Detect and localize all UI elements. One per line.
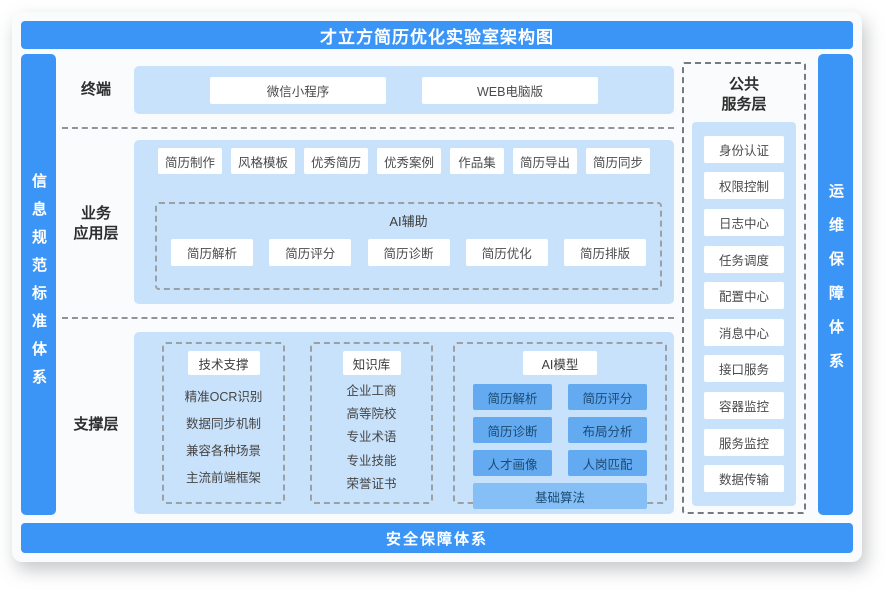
terminal-layer-label: 终端 — [80, 81, 111, 98]
business-layer-label-line2: 应用层 — [73, 225, 119, 243]
ai-assist-row: 简历解析 简历评分 简历诊断 简历优化 简历排版 — [157, 239, 660, 266]
left-system-banner: 信息规范标准体系 — [21, 54, 56, 515]
knowledge-group-title: 知识库 — [342, 351, 401, 375]
support-layer-label: 支撑层 — [73, 416, 119, 433]
layer-divider-2 — [62, 317, 674, 319]
ai-model-chip-resume-diagnose: 简历诊断 — [473, 417, 552, 443]
diagram-title-banner: 才立方简历优化实验室架构图 — [21, 21, 853, 49]
knowledge-item-college: 高等院校 — [346, 407, 397, 422]
service-chip-log-center: 日志中心 — [704, 208, 784, 236]
tech-item-data-sync: 数据同步机制 — [185, 417, 261, 431]
tech-group-title: 技术支撑 — [187, 351, 260, 375]
app-chip-resume-sync: 简历同步 — [586, 148, 651, 174]
terminal-chip-wechat-miniprogram: 微信小程序 — [210, 76, 386, 104]
ai-model-group-title: AI模型 — [523, 351, 597, 375]
ai-assist-chip-resume-parse: 简历解析 — [171, 239, 253, 266]
knowledge-item-terminology: 专业术语 — [346, 430, 397, 445]
service-chip-container-monitor: 容器监控 — [704, 392, 784, 419]
business-layer-label: 业务 应用层 — [57, 204, 135, 245]
knowledge-item-certificate: 荣誉证书 — [346, 476, 397, 491]
public-services-container: 身份认证 权限控制 日志中心 任务调度 配置中心 消息中心 接口服务 容器监控 … — [692, 122, 796, 506]
app-chip-portfolio: 作品集 — [450, 148, 505, 174]
support-group-ai-model: AI模型 简历解析 简历评分 简历诊断 布局分析 人才画像 人岗匹配 基础算法 — [453, 342, 667, 509]
business-apps-row: 简历制作 风格模板 优秀简历 优秀案例 作品集 简历导出 简历同步 — [134, 148, 674, 174]
ai-assist-title: AI辅助 — [389, 214, 428, 229]
service-chip-api-service: 接口服务 — [704, 355, 784, 383]
bottom-system-banner: 安全保障体系 — [21, 523, 853, 553]
service-chip-data-transfer: 数据传输 — [704, 465, 784, 493]
right-system-label: 运维保障体系 — [827, 182, 844, 387]
app-chip-resume-create: 简历制作 — [157, 148, 222, 174]
business-layer-label-line1: 业务 — [80, 205, 111, 222]
ai-model-chip-layout-analysis: 布局分析 — [568, 417, 647, 443]
public-services-box: 公共 服务层 身份认证 权限控制 日志中心 任务调度 配置中心 消息中心 接口服… — [682, 62, 806, 514]
service-chip-service-monitor: 服务监控 — [704, 428, 784, 456]
ai-model-chip-base-algorithm: 基础算法 — [473, 483, 647, 509]
bottom-system-label: 安全保障体系 — [385, 530, 488, 548]
ai-model-chip-talent-portrait: 人才画像 — [473, 450, 552, 476]
service-chip-message-center: 消息中心 — [704, 318, 784, 346]
tech-item-frontend-framework: 主流前端框架 — [185, 471, 261, 485]
architecture-diagram-card: 才立方简历优化实验室架构图 信息规范标准体系 运维保障体系 安全保障体系 终端 … — [12, 12, 862, 562]
ai-assist-chip-resume-score: 简历评分 — [269, 239, 352, 266]
ai-model-chip-resume-parse: 简历解析 — [473, 384, 552, 410]
ai-model-chip-job-match: 人岗匹配 — [568, 450, 647, 476]
service-chip-identity-auth: 身份认证 — [704, 135, 784, 163]
knowledge-item-skill: 专业技能 — [346, 453, 397, 468]
business-layer-container: 简历制作 风格模板 优秀简历 优秀案例 作品集 简历导出 简历同步 AI辅助 简… — [134, 140, 674, 304]
support-group-tech: 技术支撑 精准OCR识别 数据同步机制 兼容各种场景 主流前端框架 — [162, 342, 285, 504]
tech-item-compatibility: 兼容各种场景 — [185, 444, 261, 458]
app-chip-resume-export: 简历导出 — [513, 148, 578, 174]
ai-assist-chip-resume-optimize: 简历优化 — [465, 239, 548, 266]
app-chip-excellent-resume: 优秀简历 — [303, 148, 368, 174]
right-system-banner: 运维保障体系 — [818, 54, 853, 515]
ai-model-grid: 简历解析 简历评分 简历诊断 布局分析 人才画像 人岗匹配 — [455, 384, 665, 476]
tech-item-list: 精准OCR识别 数据同步机制 兼容各种场景 主流前端框架 — [164, 378, 283, 494]
public-services-title-line2: 服务层 — [721, 96, 767, 114]
diagram-title: 才立方简历优化实验室架构图 — [320, 27, 554, 47]
support-layer-container: 技术支撑 精准OCR识别 数据同步机制 兼容各种场景 主流前端框架 知识库 企业… — [134, 332, 674, 514]
ai-assist-chip-resume-layout: 简历排版 — [564, 239, 646, 266]
knowledge-item-enterprise: 企业工商 — [346, 384, 397, 399]
ai-assist-chip-resume-diagnose: 简历诊断 — [367, 239, 450, 266]
service-chip-config-center: 配置中心 — [704, 282, 784, 310]
public-services-title: 公共 服务层 — [684, 75, 804, 116]
ai-model-chip-resume-score: 简历评分 — [568, 384, 647, 410]
ai-assist-box: AI辅助 简历解析 简历评分 简历诊断 简历优化 简历排版 — [155, 202, 662, 290]
layer-divider-1 — [62, 127, 674, 129]
public-services-title-line1: 公共 — [728, 76, 759, 93]
app-chip-style-template: 风格模板 — [230, 148, 295, 174]
service-chip-permission-control: 权限控制 — [704, 172, 784, 200]
tech-item-ocr: 精准OCR识别 — [184, 390, 263, 404]
left-system-label: 信息规范标准体系 — [30, 172, 47, 397]
app-chip-excellent-case: 优秀案例 — [377, 148, 442, 174]
terminal-layer-container: 微信小程序 WEB电脑版 — [134, 66, 674, 114]
service-chip-task-scheduler: 任务调度 — [704, 245, 784, 273]
knowledge-item-list: 企业工商 高等院校 专业术语 专业技能 荣誉证书 — [312, 376, 431, 496]
terminal-chip-web-pc: WEB电脑版 — [422, 76, 598, 104]
support-group-knowledge: 知识库 企业工商 高等院校 专业术语 专业技能 荣誉证书 — [310, 342, 433, 504]
